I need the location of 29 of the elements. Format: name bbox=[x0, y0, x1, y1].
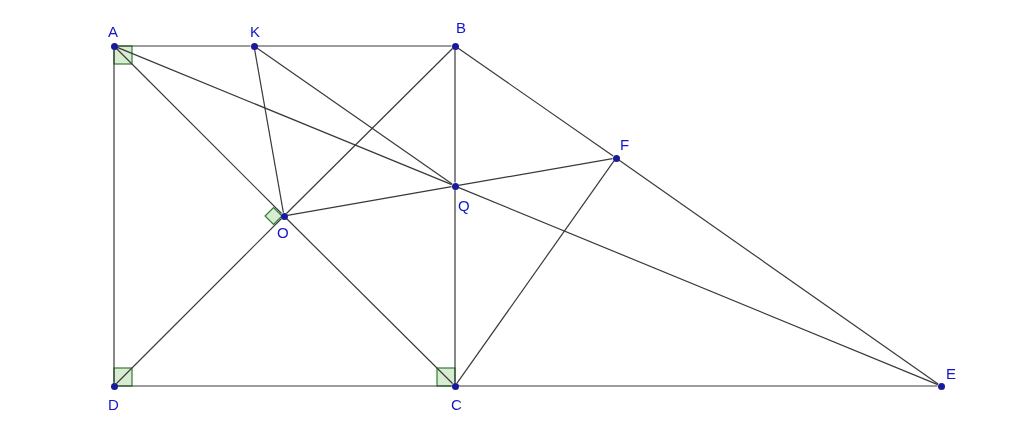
line-segment bbox=[116, 46, 453, 186]
line-segment bbox=[457, 47, 614, 157]
line-segment bbox=[116, 385, 453, 387]
line-segment bbox=[285, 217, 454, 385]
point-label: D bbox=[108, 397, 119, 412]
point-label: E bbox=[946, 366, 956, 381]
line-segment bbox=[457, 158, 614, 186]
line-segment bbox=[618, 159, 939, 385]
line-segment bbox=[457, 186, 939, 386]
point-label: O bbox=[277, 225, 289, 240]
point-label: Q bbox=[458, 198, 470, 213]
point-label: C bbox=[451, 397, 462, 412]
line-segment bbox=[254, 48, 284, 214]
point-label: A bbox=[108, 24, 118, 39]
line-segment bbox=[454, 188, 456, 384]
line-segment bbox=[116, 45, 252, 47]
line-segment bbox=[456, 160, 615, 384]
line-segment bbox=[457, 385, 939, 387]
line-segment bbox=[454, 48, 456, 184]
line-segment bbox=[115, 217, 283, 385]
line-segment bbox=[256, 47, 453, 185]
point-label: B bbox=[456, 20, 466, 35]
line-segment bbox=[285, 47, 454, 215]
line-segment bbox=[286, 186, 453, 216]
line-segment bbox=[256, 45, 453, 47]
line-segment bbox=[115, 47, 283, 215]
point-label: F bbox=[620, 137, 630, 152]
point-label: K bbox=[250, 24, 260, 39]
line-segment bbox=[113, 48, 115, 384]
